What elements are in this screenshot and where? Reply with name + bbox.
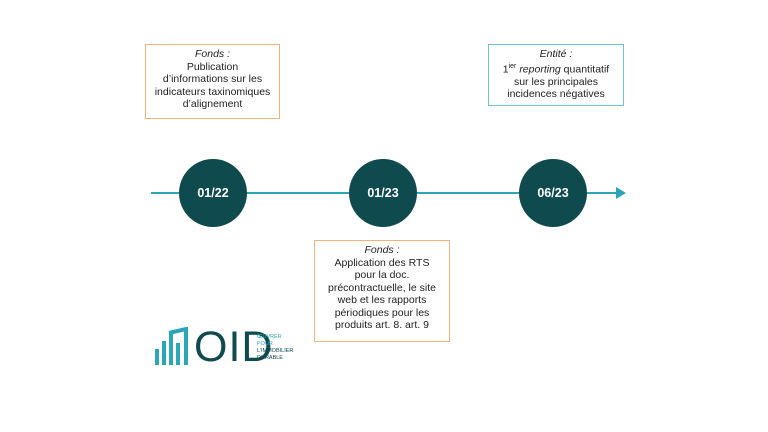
box-3-label: Entité : <box>539 48 573 60</box>
timeline-node-1: 01/22 <box>179 159 247 227</box>
box-2-line-1: Application des RTS <box>334 256 430 269</box>
oid-logo: OID ŒUVRER POUR L’IMMOBILIER DURABLE <box>154 323 314 371</box>
box-2-line-2: pour la doc. <box>354 269 410 281</box>
milestone-box-2: Fonds : Application des RTS pour la doc.… <box>314 240 450 342</box>
milestone-box-3: Entité : 1ier reporting quantitatif sur … <box>488 44 624 106</box>
box-3-sup: ier <box>508 62 517 70</box>
box-2-line-3: précontractuelle, le site <box>328 281 436 294</box>
timeline-node-2: 01/23 <box>349 159 417 227</box>
box-2-line-6: produits art. 8. art. 9 <box>335 319 429 331</box>
logo-tagline-2: POUR <box>257 341 273 347</box>
timeline-node-3-label: 06/23 <box>537 186 569 200</box>
box-3-post: quantitatif <box>560 63 610 75</box>
timeline-arrowhead-icon <box>616 187 626 199</box>
timeline-node-2-label: 01/23 <box>367 186 399 200</box>
oid-logo-tagline: ŒUVRER POUR L’IMMOBILIER DURABLE <box>257 334 293 362</box>
box-2-line-5: périodiques pour les <box>334 306 430 319</box>
box-1-line-4: d’alignement <box>182 98 243 110</box>
box-3-line-2: sur les principales <box>513 75 599 88</box>
box-1-line-2: d’informations sur les <box>162 73 263 85</box>
oid-logo-letters: OID <box>194 323 274 371</box>
logo-tagline-1: ŒUVRER <box>257 334 282 340</box>
milestone-box-1: Fonds : Publication d’informations sur l… <box>145 44 280 119</box>
box-3-first: 1 <box>502 63 509 75</box>
box-1-line-1: Publication <box>186 60 239 73</box>
logo-tagline-4: DURABLE <box>257 355 283 361</box>
oid-logo-mark-icon <box>155 327 188 365</box>
box-1-label: Fonds : <box>194 48 231 60</box>
box-1-line-3: indicateurs taxinomiques <box>154 85 271 98</box>
box-2-label: Fonds : <box>364 244 400 256</box>
box-2-line-4: web et les rapports <box>337 294 427 306</box>
timeline-node-1-label: 01/22 <box>197 186 229 200</box>
box-3-line-3: incidences négatives <box>507 88 605 100</box>
logo-tagline-3: L’IMMOBILIER <box>257 348 294 354</box>
timeline-node-3: 06/23 <box>519 159 587 227</box>
box-3-line-1: 1ier reporting quantitatif <box>493 61 619 76</box>
box-3-italic: reporting <box>519 63 561 75</box>
